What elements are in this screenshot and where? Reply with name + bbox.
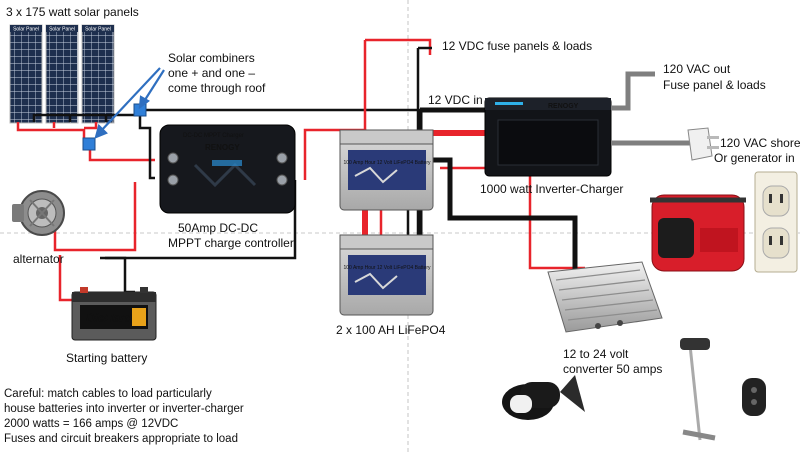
shore-label-line2: Or generator in (714, 151, 795, 165)
combiners-label-line3: come through roof (168, 81, 266, 95)
note-line-1: Careful: match cables to load particular… (4, 388, 212, 400)
combiner-box-icon (82, 103, 147, 151)
note-line-4: Fuses and circuit breakers appropriate t… (4, 433, 238, 445)
converter-label-line2: converter 50 amps (563, 362, 662, 376)
controller-caption-line1: 50Amp DC-DC (178, 221, 258, 235)
solar-panels-label: 3 x 175 watt solar panels (6, 5, 139, 19)
panel-tag: Solar Panel (13, 27, 39, 33)
battery-label: 100 Amp Hour 12 Volt LiFePO4 Battery (344, 265, 431, 271)
generator-icon (650, 194, 746, 272)
lifepo4-battery-icon: 100 Amp Hour 12 Volt LiFePO4 Battery (339, 234, 434, 316)
lifepo4-battery-icon: 100 Amp Hour 12 Volt LiFePO4 Battery (339, 129, 434, 211)
solar-panel-icon: Solar Panel Solar Panel Solar Panel (9, 24, 115, 124)
panel-tag: Solar Panel (85, 27, 111, 33)
diehard-brand: DieHard (86, 311, 133, 325)
note-line-2: house batteries into inverter or inverte… (4, 403, 244, 415)
shore-label-line1: 120 VAC shore (720, 136, 800, 150)
charge-controller-icon: DC-DC MPPT Charger RENOGY (159, 124, 296, 214)
combiners-label-line1: Solar combiners (168, 51, 255, 65)
inverter-caption: 1000 watt Inverter-Charger (480, 182, 623, 196)
dc-fuse-label: 12 VDC fuse panels & loads (442, 39, 592, 53)
inverter-brand: RENOGY (548, 103, 579, 110)
car-battery-icon: DieHard (71, 287, 157, 341)
lifepo4-caption: 2 x 100 AH LiFePO4 (336, 323, 446, 337)
alternator-label: alternator (13, 252, 64, 266)
converter-label-line1: 12 to 24 volt (563, 347, 629, 361)
ac-out-label-line2: Fuse panel & loads (663, 78, 766, 92)
outlet-icon (754, 171, 798, 273)
controller-caption-line2: MPPT charge controller (168, 236, 294, 250)
note-line-3: 2000 watts = 166 amps @ 12VDC (4, 418, 178, 430)
panel-tag: Solar Panel (49, 27, 75, 33)
ac-plug-icon (687, 127, 719, 161)
arrow-icon (94, 67, 165, 139)
alternator-icon (12, 190, 65, 236)
inverter-charger-icon: RENOGY (484, 97, 612, 177)
ac-out-label-line1: 120 VAC out (663, 62, 731, 76)
controller-header: DC-DC MPPT Charger (183, 133, 244, 139)
combiners-label-line2: one + and one – (168, 66, 255, 80)
voltage-converter-icon (547, 261, 663, 333)
trolling-motor-icon (502, 338, 716, 441)
starting-battery-label: Starting battery (66, 351, 147, 365)
battery-label: 100 Amp Hour 12 Volt LiFePO4 Battery (344, 160, 431, 166)
vdc-in-label: 12 VDC in (428, 93, 483, 107)
remote-control-icon (742, 378, 766, 416)
controller-brand: RENOGY (205, 143, 240, 152)
